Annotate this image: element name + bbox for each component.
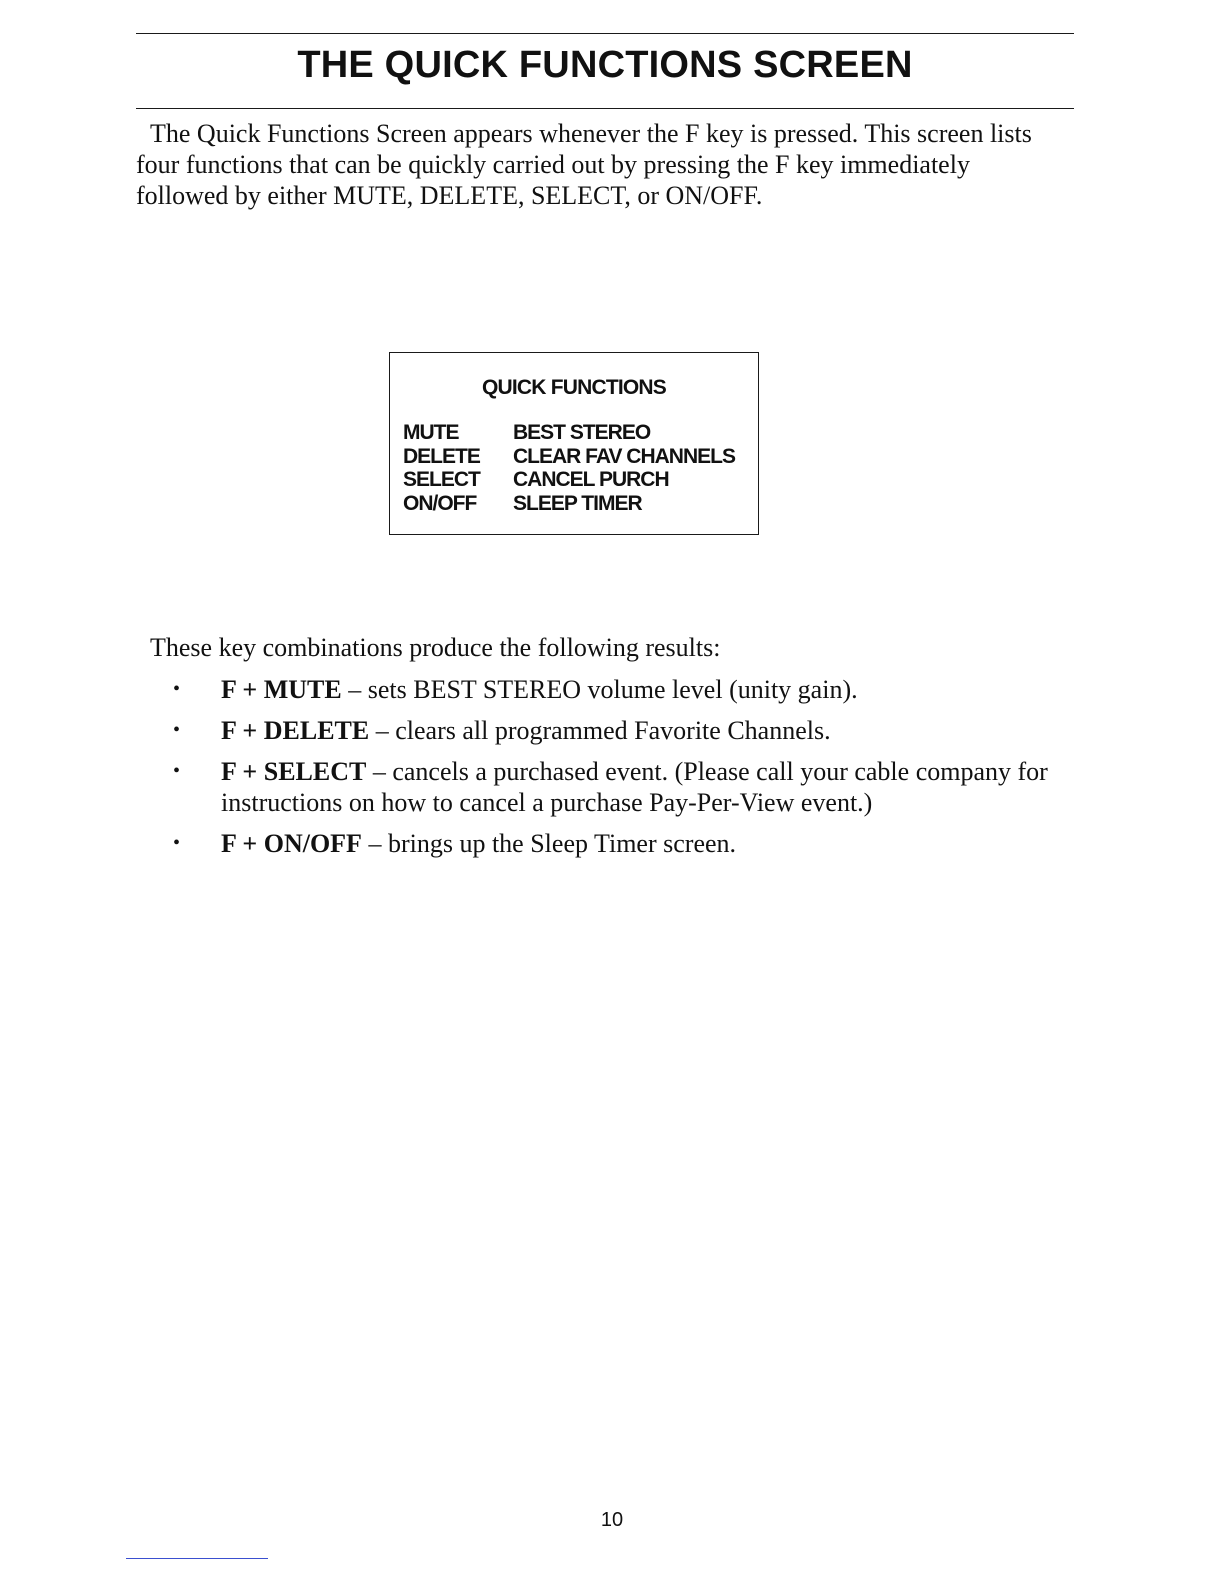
bullet-icon: • [173, 760, 181, 782]
key-combination: F + SELECT [221, 757, 367, 786]
result-description: – cancels a purchased event. (Please cal… [221, 757, 1048, 817]
list-item: • F + SELECT – cancels a purchased event.… [0, 756, 1087, 818]
quick-functions-key: DELETE [403, 444, 481, 468]
title-rule-bottom [136, 108, 1074, 109]
quick-functions-screen-title: QUICK FUNCTIONS [482, 376, 667, 399]
results-list: • F + MUTE – sets BEST STEREO volume leve… [0, 674, 1224, 869]
page-number: 10 [600, 1509, 624, 1531]
bullet-icon: • [173, 832, 181, 854]
quick-functions-row: DELETE CLEAR FAV CHANNELS [403, 444, 736, 469]
title-rule-top [136, 33, 1074, 34]
quick-functions-function: CLEAR FAV CHANNELS [513, 444, 736, 468]
quick-functions-function: SLEEP TIMER [513, 491, 643, 515]
result-description: – clears all programmed Favorite Channel… [369, 716, 831, 745]
quick-functions-function: CANCEL PURCH [513, 468, 670, 491]
intro-paragraph: The Quick Functions Screen appears whene… [136, 119, 1032, 210]
results-lead: These key combinations produce the follo… [150, 633, 721, 662]
quick-functions-key: ON/OFF [403, 491, 477, 515]
quick-functions-key: MUTE [403, 421, 460, 444]
key-combination: F + MUTE [221, 675, 342, 704]
result-description: – sets BEST STEREO volume level (unity g… [341, 675, 858, 704]
footnote-rule [126, 1558, 268, 1559]
list-item: • F + ON/OFF – brings up the Sleep Timer … [0, 828, 1087, 859]
key-combination: F + DELETE [221, 716, 370, 745]
page-title: THE QUICK FUNCTIONS SCREEN [297, 44, 913, 86]
result-description: – brings up the Sleep Timer screen. [361, 829, 737, 858]
quick-functions-row: ON/OFF SLEEP TIMER [403, 492, 735, 516]
key-combination: F + ON/OFF [221, 829, 362, 858]
list-item: • F + MUTE – sets BEST STEREO volume leve… [0, 674, 1087, 705]
quick-functions-key: SELECT [403, 468, 481, 491]
quick-functions-row: MUTE BEST STEREO [403, 421, 735, 445]
quick-functions-function: BEST STEREO [513, 421, 651, 444]
quick-functions-list: MUTE BEST STEREO DELETE CLEAR FAV CHANNELS… [403, 421, 736, 516]
bullet-icon: • [173, 719, 181, 741]
list-item: • F + DELETE – clears all programmed Favo… [0, 715, 1087, 746]
quick-functions-screen-illustration: QUICK FUNCTIONS MUTE BEST STEREO DELETE CL… [389, 352, 759, 535]
bullet-icon: • [173, 678, 181, 700]
quick-functions-row: SELECT CANCEL PURCH [403, 468, 735, 492]
